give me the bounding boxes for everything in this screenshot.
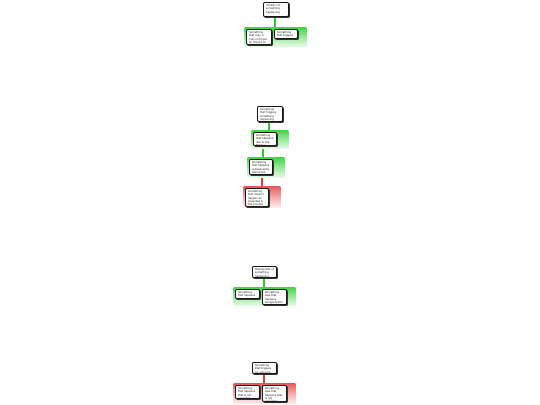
node-failure[interactable]: Something that doesn't happen as expecte… (245, 188, 269, 207)
node-step[interactable]: Something that happens subsequently befo… (249, 159, 273, 175)
node-root[interactable]: Something that triggers something happen… (257, 106, 283, 122)
node-child[interactable]: Something else that happens alongside th… (262, 289, 287, 305)
node-child[interactable]: Something that happens (235, 289, 260, 299)
connector (262, 149, 264, 157)
node-child[interactable]: Something that triggers the outcome (274, 29, 298, 39)
connector (268, 122, 270, 130)
connector (263, 374, 265, 383)
node-step[interactable]: Something that happens due to the trigge… (253, 132, 277, 146)
connector (261, 178, 263, 186)
connector (274, 17, 276, 27)
node-child[interactable]: Something else that happens that is not … (262, 385, 287, 402)
node-root[interactable]: Prerequisite of something happening (252, 266, 277, 278)
node-root[interactable]: Something that triggers an outcome (252, 362, 277, 374)
node-child[interactable]: Something that may or may not have an im… (246, 29, 272, 45)
connector (263, 278, 265, 287)
node-child[interactable]: Something that happens that is not expec… (235, 385, 260, 399)
node-root[interactable]: Inhibitor of something happening (263, 2, 289, 17)
